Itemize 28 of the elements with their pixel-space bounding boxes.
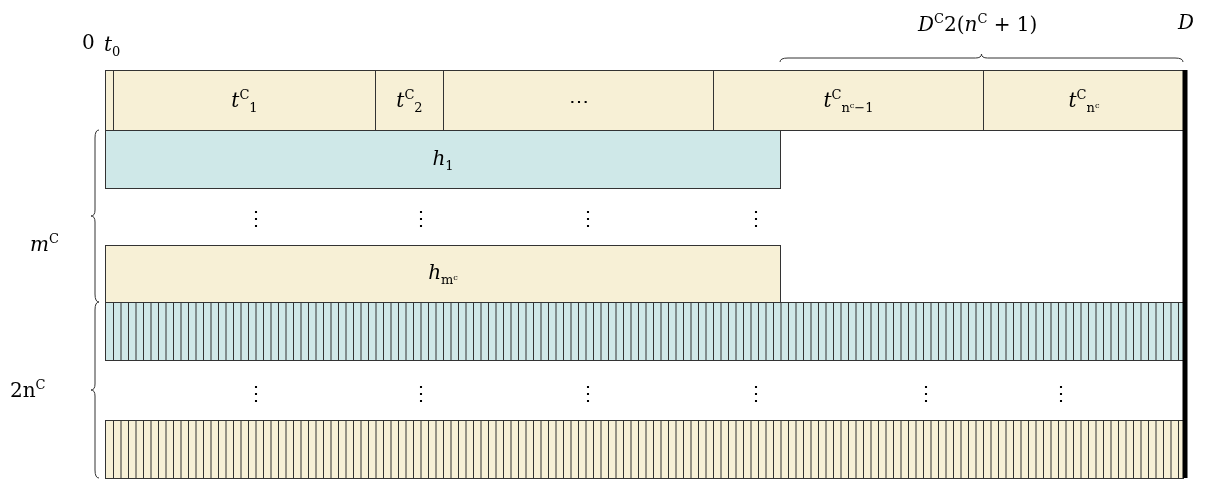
math-label: D$^{C}$2(n$^{C}$ + 1) — [918, 12, 1038, 34]
math-label: 2n$^{C}$ — [10, 378, 46, 400]
segment-label: h$_{1}$ — [432, 147, 454, 172]
vertical-ellipsis: ⋮ — [246, 208, 266, 228]
time-segment — [713, 70, 984, 131]
vertical-ellipsis: ⋮ — [916, 383, 936, 403]
time-segment — [443, 70, 714, 131]
time-segment — [375, 70, 444, 131]
vertical-ellipsis: ⋮ — [411, 383, 431, 403]
time-segment — [105, 130, 781, 189]
hatched-bar — [105, 420, 1184, 479]
segment-label: ⋯ — [568, 90, 589, 111]
vertical-ellipsis: ⋮ — [578, 383, 598, 403]
time-segment — [105, 245, 781, 303]
hatched-bar — [105, 302, 1184, 361]
vertical-ellipsis: ⋮ — [411, 208, 431, 228]
time-segment — [983, 70, 1185, 131]
math-label: 0 — [82, 32, 95, 52]
math-label: m$^{C}$ — [30, 232, 59, 254]
vertical-ellipsis: ⋮ — [578, 208, 598, 228]
segment-label: h$_{mᶜ}$ — [428, 262, 458, 286]
vertical-ellipsis: ⋮ — [1051, 383, 1071, 403]
vertical-ellipsis: ⋮ — [746, 208, 766, 228]
math-label: t$_{0}$ — [104, 34, 121, 58]
time-segment — [113, 70, 376, 131]
vertical-ellipsis: ⋮ — [246, 383, 266, 403]
math-label: D — [1178, 12, 1195, 32]
vertical-ellipsis: ⋮ — [746, 383, 766, 403]
